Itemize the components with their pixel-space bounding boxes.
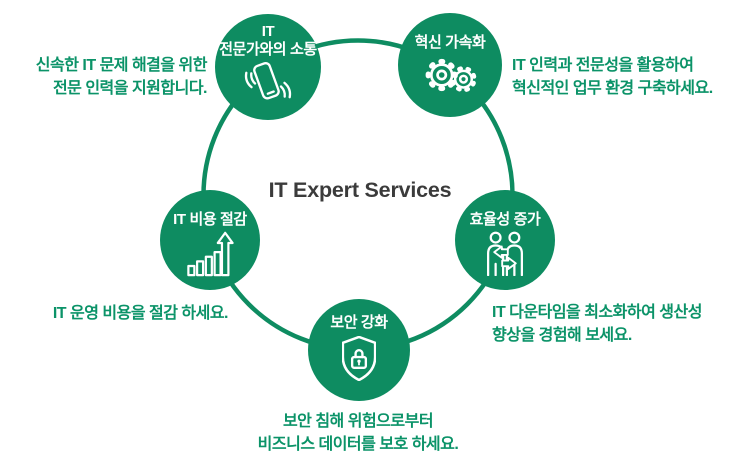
node-security: 보안 강화 — [308, 299, 410, 401]
caption-communication: 신속한 IT 문제 해결을 위한 전문 인력을 지원합니다. — [0, 55, 208, 100]
node-efficiency-title: 효율성 증가 — [469, 211, 541, 228]
node-efficiency: 효율성 증가 — [455, 190, 555, 290]
caption-innovation: IT 인력과 전문성을 활용하여 혁신적인 업무 환경 구축하세요. — [512, 55, 753, 100]
caption-security: 보안 침해 위험으로부터 비즈니스 데이터를 보호 하세요. — [188, 411, 528, 456]
caption-communication-line1: 신속한 IT 문제 해결을 위한 — [35, 57, 208, 74]
shield-lock-icon — [342, 335, 376, 381]
bar-chart-arrow-icon — [187, 231, 234, 276]
phone-waves-icon — [244, 62, 292, 100]
diagram-title: IT Expert Services — [268, 178, 452, 202]
node-innovation: 혁신 가속화 — [398, 13, 502, 117]
caption-efficiency-line1: IT 다운타임을 최소화하여 생산성 — [492, 304, 702, 321]
caption-cost-saving-line1: IT 운영 비용을 절감 하세요. — [52, 305, 229, 322]
node-communication: IT 전문가와의 소통 — [215, 14, 321, 120]
node-cost-saving: IT 비용 절감 — [160, 190, 260, 290]
caption-security-line1: 보안 침해 위험으로부터 — [282, 413, 434, 430]
node-security-title: 보안 강화 — [330, 314, 388, 331]
node-cost-saving-title: IT 비용 절감 — [173, 211, 247, 228]
caption-efficiency-line2: 향상을 경험해 보세요. — [492, 326, 632, 344]
node-innovation-title: 혁신 가속화 — [414, 34, 486, 51]
caption-security-line2: 비즈니스 데이터를 보호 하세요. — [257, 435, 459, 453]
node-communication-title-line2: 전문가와의 소통 — [219, 40, 317, 58]
caption-communication-line2: 전문 인력을 지원합니다. — [52, 79, 208, 97]
caption-innovation-line1: IT 인력과 전문성을 활용하여 — [512, 57, 694, 74]
gears-icon — [425, 58, 477, 92]
caption-innovation-line2: 혁신적인 업무 환경 구축하세요. — [512, 79, 713, 97]
caption-cost-saving: IT 운영 비용을 절감 하세요. — [0, 303, 229, 326]
people-exchange-icon — [487, 231, 523, 276]
node-communication-title-line1: IT — [261, 23, 275, 40]
caption-efficiency: IT 다운타임을 최소화하여 생산성 향상을 경험해 보세요. — [492, 302, 753, 347]
